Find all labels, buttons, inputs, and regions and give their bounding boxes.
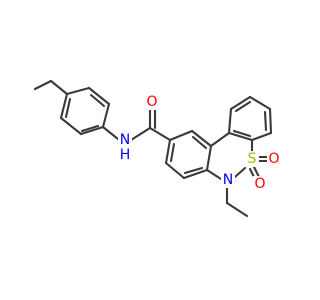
atom-o-sulfonyl-2: O [253, 176, 267, 192]
bond [205, 144, 213, 172]
bond [87, 86, 111, 106]
bond [49, 79, 69, 96]
bond [168, 129, 194, 142]
bond [182, 168, 209, 180]
bond [250, 131, 273, 142]
atom-h-amide-label: H [120, 147, 131, 163]
bond [169, 142, 176, 163]
bond [183, 166, 204, 175]
atom-labels: O N H S O O N [118, 94, 281, 192]
bond [89, 93, 106, 108]
atom-o-amide: O [145, 94, 159, 110]
bond [209, 131, 231, 148]
bond [59, 92, 69, 120]
bond [65, 86, 91, 96]
bond [164, 138, 172, 165]
atom-n-amide: N H [118, 132, 132, 163]
bond [80, 124, 100, 133]
bond [59, 116, 83, 136]
bond [227, 131, 254, 142]
bond [101, 125, 120, 141]
bond [233, 166, 247, 179]
bond [101, 102, 111, 129]
bond [79, 125, 105, 136]
bond [33, 79, 53, 91]
atom-n-amide-label: N [120, 132, 130, 148]
bond [227, 107, 233, 135]
molecule-structure-diagram: O N H S O O N [33, 79, 281, 218]
bond [64, 97, 72, 119]
bond [229, 95, 252, 111]
atom-n-ring-label: N [223, 172, 233, 188]
bond [248, 95, 272, 111]
atom-o-sulfonyl-1: O [267, 151, 281, 167]
bond [268, 107, 273, 135]
bond [232, 129, 252, 138]
bond [129, 126, 152, 142]
atom-s-label: S [248, 151, 257, 167]
bond [191, 135, 208, 150]
atom-o-sulfonyl-2-label: O [254, 176, 265, 192]
atom-o-amide-label: O [146, 94, 157, 110]
bond [148, 126, 172, 142]
atom-s: S [245, 151, 259, 167]
atom-n-ring: N [221, 172, 235, 188]
atom-o-sulfonyl-1-label: O [268, 151, 279, 167]
bond [205, 168, 223, 181]
bond [225, 201, 249, 218]
bond [234, 100, 252, 113]
bond [263, 110, 268, 132]
bond [164, 161, 186, 180]
bond [190, 129, 213, 148]
